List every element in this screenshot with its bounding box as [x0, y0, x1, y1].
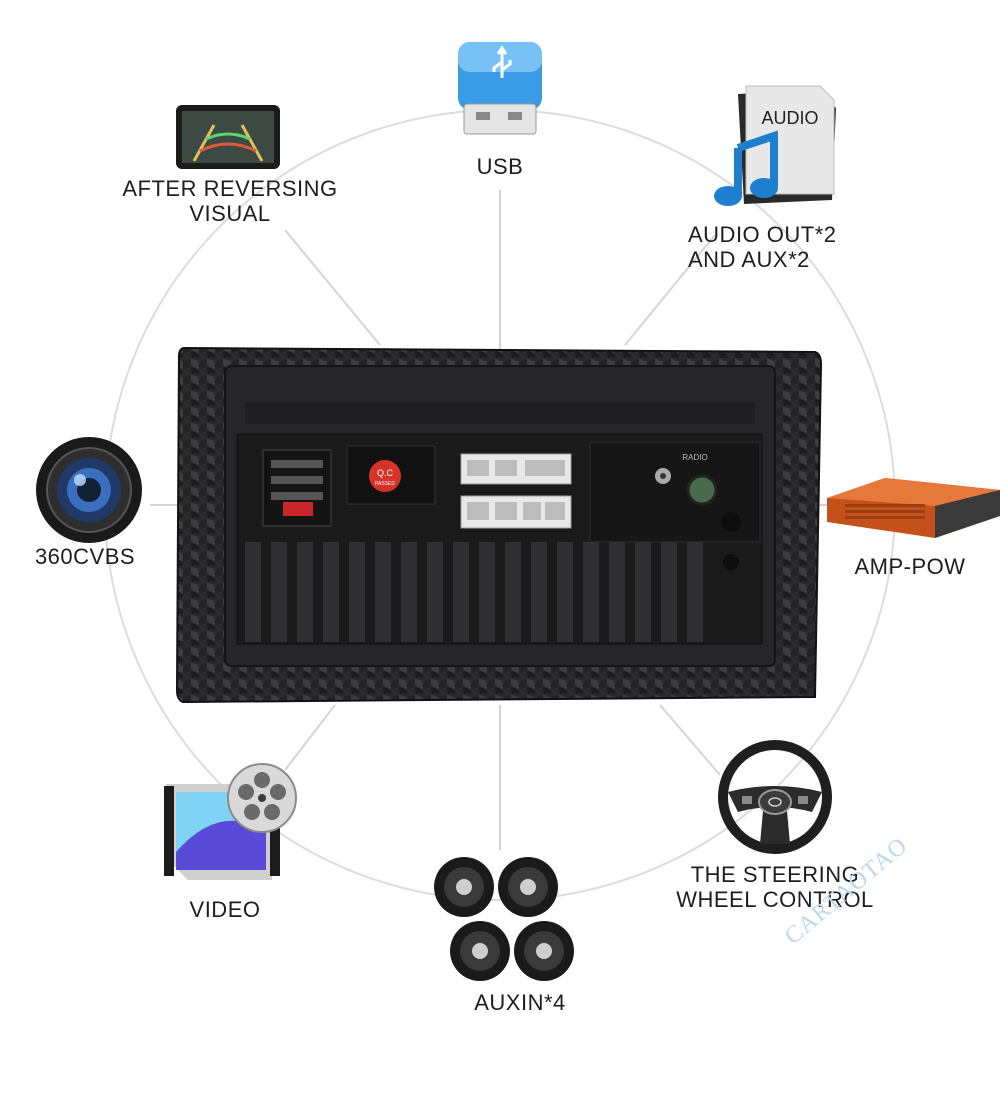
audio-doc-text: AUDIO	[761, 108, 818, 128]
auxin-label: AUXIN*4	[474, 990, 566, 1015]
after-reversing-line2: VISUAL	[189, 201, 271, 226]
amplifier-icon	[827, 478, 1000, 538]
reverse-camera-monitor-icon	[176, 105, 280, 169]
after-reversing-line1: AFTER REVERSING	[122, 176, 338, 201]
audio-file-icon: AUDIO	[714, 85, 836, 206]
audio-out-line2: AND AUX*2	[688, 247, 810, 272]
qc-sticker-subtext: PASSED	[375, 481, 395, 487]
audio-out-line1: AUDIO OUT*2	[688, 222, 837, 247]
after-reversing-label: AFTER REVERSING VISUAL	[100, 176, 360, 226]
video-label: VIDEO	[189, 897, 261, 922]
speakers-icon	[434, 857, 574, 981]
camera-label: 360CVBS	[34, 544, 136, 569]
usb-icon	[458, 42, 542, 135]
steering-wheel-icon	[718, 740, 832, 854]
amp-label: AMP-POW	[854, 554, 966, 579]
qc-sticker-text: Q.C	[377, 468, 394, 478]
audio-out-label: AUDIO OUT*2 AND AUX*2	[688, 222, 858, 272]
video-file-icon	[164, 763, 297, 880]
camera-lens-icon	[36, 437, 142, 543]
radio-port-text: RADIO	[682, 453, 707, 462]
head-unit-rear-panel: Q.C PASSED RADIO	[175, 346, 823, 704]
usb-label: USB	[476, 154, 524, 179]
steering-line2: WHEEL CONTROL	[676, 887, 874, 912]
steering-line1: THE STEERING	[690, 862, 860, 887]
steering-label: THE STEERING WHEEL CONTROL	[660, 862, 890, 912]
